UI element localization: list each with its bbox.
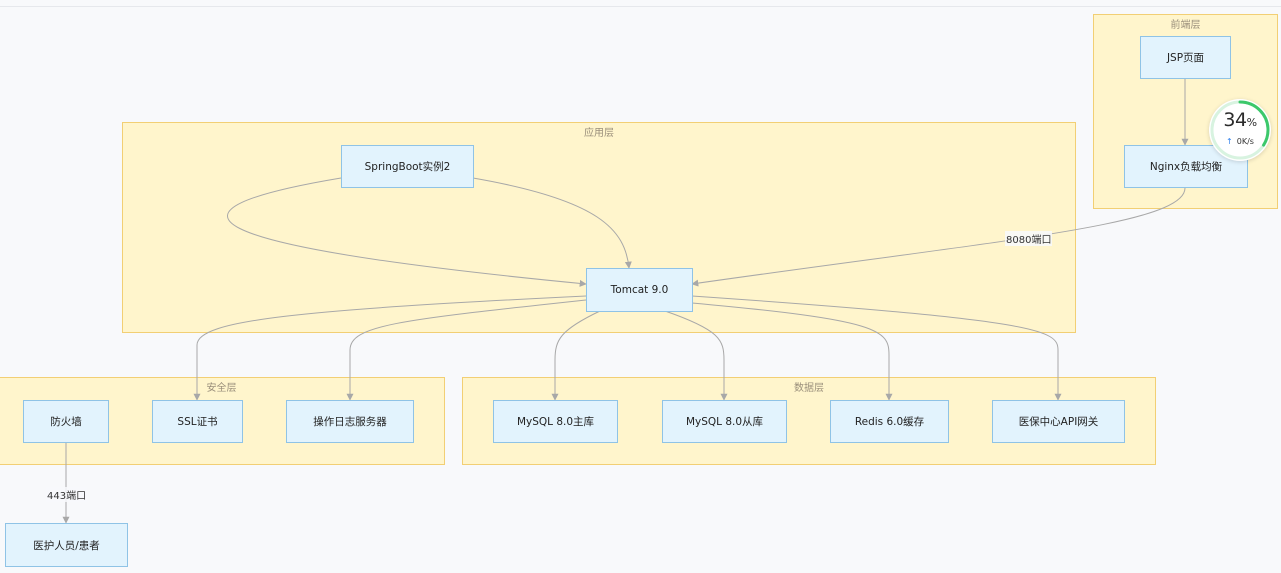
edge-tomcat-ssl — [193, 295, 587, 401]
speed-percent-unit: % — [1246, 116, 1257, 129]
edge-tomcat-mysql-master — [551, 310, 601, 401]
node-mysql-slave[interactable]: MySQL 8.0从库 — [662, 400, 787, 443]
speed-rate: ↑0K/s — [1209, 137, 1271, 146]
edge-springboot-tomcat-right — [472, 177, 632, 269]
cluster-app-title: 应用层 — [584, 128, 614, 139]
edge-tomcat-medical-api — [691, 295, 1062, 401]
node-tomcat[interactable]: Tomcat 9.0 — [586, 268, 693, 312]
cluster-frontend-title: 前端层 — [1170, 20, 1201, 31]
cluster-security-title: 安全层 — [206, 383, 237, 394]
edge-springboot-tomcat-left — [227, 177, 587, 287]
edge-tomcat-redis — [691, 302, 893, 401]
edge-label-443: 443端口 — [46, 487, 88, 502]
node-medical-api-gateway[interactable]: 医保中心API网关 — [992, 400, 1125, 443]
node-operation-log-server[interactable]: 操作日志服务器 — [286, 400, 414, 443]
node-jsp-page[interactable]: JSP页面 — [1140, 36, 1231, 79]
network-speed-widget[interactable]: 34% ↑0K/s — [1209, 99, 1271, 161]
speed-percent: 34% — [1209, 109, 1271, 131]
node-users[interactable]: 医护人员/患者 — [5, 523, 128, 567]
top-divider — [0, 6, 1281, 7]
speed-rate-value: 0K/s — [1236, 137, 1254, 146]
speed-percent-value: 34 — [1223, 109, 1247, 131]
edge-tomcat-mysql-slave — [664, 310, 728, 401]
speed-ring-gauge — [1210, 100, 1270, 160]
node-mysql-master[interactable]: MySQL 8.0主库 — [493, 400, 618, 443]
node-ssl-certificate[interactable]: SSL证书 — [152, 400, 243, 443]
upload-arrow-icon: ↑ — [1226, 137, 1233, 146]
edge-nginx-tomcat — [691, 187, 1186, 287]
edge-label-8080: 8080端口 — [1005, 231, 1053, 246]
node-springboot-instance-2[interactable]: SpringBoot实例2 — [341, 145, 474, 188]
node-redis-cache[interactable]: Redis 6.0缓存 — [830, 400, 949, 443]
edge-tomcat-oplog — [346, 299, 587, 401]
cluster-data-title: 数据层 — [794, 383, 824, 394]
node-nginx-load-balancer[interactable]: Nginx负载均衡 — [1124, 145, 1248, 188]
node-firewall[interactable]: 防火墙 — [23, 400, 109, 443]
